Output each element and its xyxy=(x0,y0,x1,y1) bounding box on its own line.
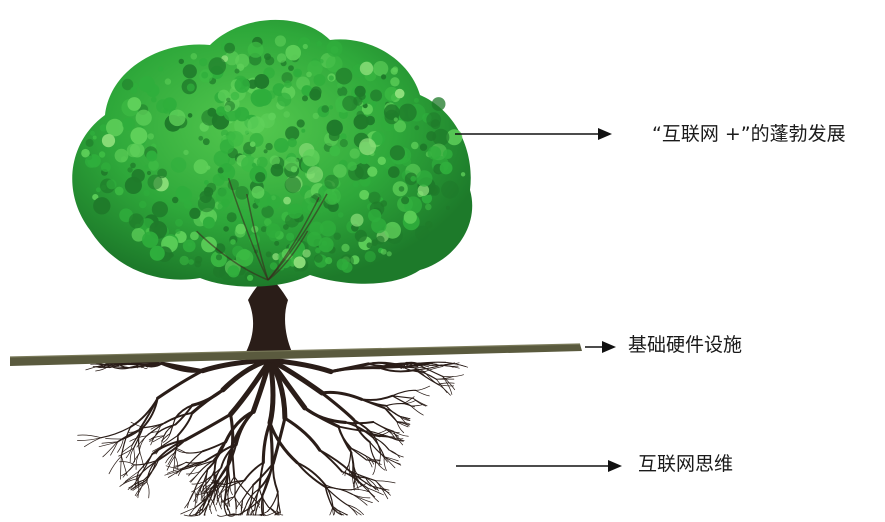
root-system xyxy=(77,360,467,516)
arrow-roots xyxy=(456,460,622,472)
tree-canopy xyxy=(72,20,472,287)
canopy-label: “互联网 +”的蓬勃发展 xyxy=(652,125,846,144)
arrow-canopy xyxy=(455,128,612,140)
roots-label: 互联网思维 xyxy=(638,455,733,474)
tree-trunk xyxy=(246,276,292,352)
arrow-ground xyxy=(585,341,616,353)
ground-label: 基础硬件设施 xyxy=(628,336,742,355)
